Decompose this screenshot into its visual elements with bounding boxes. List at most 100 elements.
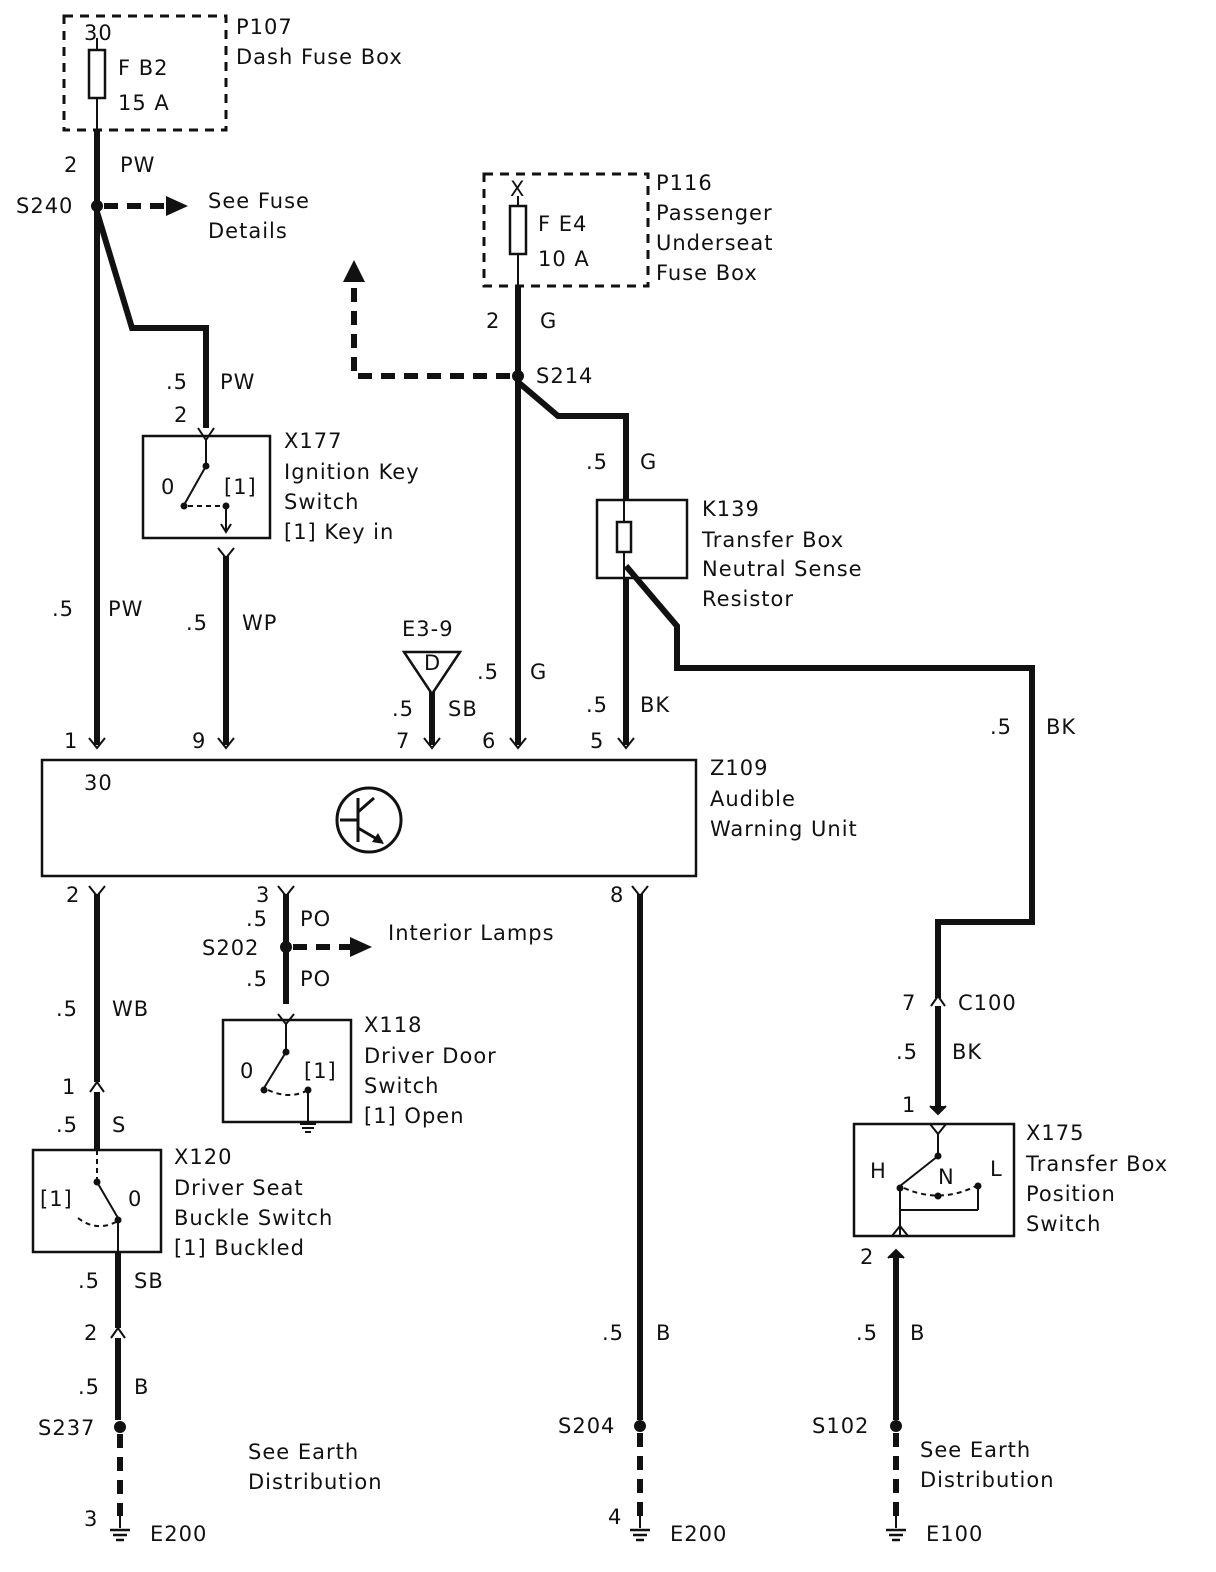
e39-diode: D E3-9 .5 SB	[392, 617, 477, 750]
pin-label: 7	[396, 729, 410, 753]
x120-desc: Buckle Switch	[174, 1206, 333, 1230]
x175-desc: Switch	[1026, 1212, 1101, 1236]
p107-id: P107	[236, 15, 293, 39]
ground-label: E200	[670, 1522, 727, 1546]
wire-label: .5	[602, 1321, 624, 1345]
x118-pos1: [1]	[304, 1059, 337, 1083]
pin-label: 5	[590, 729, 604, 753]
x120-pos0: 0	[128, 1187, 142, 1211]
x175-h: H	[870, 1159, 887, 1183]
z109-warning-unit: 30 Z109 Audible Warning Unit	[40, 756, 858, 878]
x120-id: X120	[174, 1145, 232, 1169]
splice-label: S240	[16, 194, 73, 218]
wire-label: 2	[174, 403, 188, 427]
wire-label: .5	[990, 715, 1012, 739]
wire-label: BK	[1046, 715, 1076, 739]
p116-desc: Passenger	[656, 201, 773, 225]
k139-desc: Neutral Sense	[702, 557, 863, 581]
wire-label: .5	[392, 697, 414, 721]
note-earth: See Earth	[248, 1440, 359, 1464]
note-fuse-details: Details	[208, 219, 288, 243]
wire-label: G	[530, 660, 547, 684]
x177-desc: Switch	[284, 490, 359, 514]
z109-id: Z109	[710, 756, 768, 780]
splice-s214: S214	[343, 260, 592, 388]
wire-bk-z109: .5 BK	[586, 578, 669, 750]
wire-label: G	[540, 309, 557, 333]
x118-desc: Driver Door	[364, 1044, 497, 1068]
x120-buckle-switch: [1] 0 X120 Driver Seat Buckle Switch [1]…	[31, 1145, 333, 1260]
x177-desc: [1] Key in	[284, 520, 394, 544]
wire-label: 2	[64, 153, 78, 177]
wire-label: .5	[477, 660, 499, 684]
x175-position-switch: H N L X175 Transfer Box Position Switch	[852, 1121, 1168, 1238]
x177-pos0: 0	[161, 475, 175, 499]
x177-id: X177	[284, 429, 342, 453]
wire-label: .5	[166, 370, 188, 394]
wire-label: S	[112, 1113, 126, 1137]
wire-label: PW	[120, 153, 155, 177]
splice-label: S102	[812, 1414, 869, 1438]
p116-id: P116	[656, 171, 713, 195]
wire-label: .5	[586, 693, 608, 717]
pin-label: 2	[860, 1245, 874, 1269]
wire-po: .5 PO S202 Interior Lamps .5 PO	[202, 885, 555, 1004]
k139-resistor: K139 Transfer Box Neutral Sense Resistor	[595, 497, 863, 611]
x118-pos0: 0	[240, 1059, 254, 1083]
z109-top-pins: 1 9 7 6 5	[64, 729, 604, 753]
k139-desc: Resistor	[702, 587, 794, 611]
x118-desc: [1] Open	[364, 1104, 465, 1128]
x118-desc: Switch	[364, 1074, 439, 1098]
wire-label: B	[910, 1321, 925, 1345]
wire-sb-b-left: .5 SB 2 .5 B S237 3 E200 See Earth Distr…	[38, 1252, 383, 1546]
wire-label: B	[134, 1375, 149, 1399]
pin-label: 2	[84, 1321, 98, 1345]
wire-label: .5	[56, 1113, 78, 1137]
wire-g-main: 2 G .5 G	[477, 286, 557, 750]
wire-label: PW	[108, 597, 143, 621]
p107-fuse: F B2	[118, 56, 169, 80]
wire-label: WB	[112, 997, 149, 1021]
x177-pos1: [1]	[224, 475, 257, 499]
p107-fuse-box: 30 F B2 15 A P107 Dash Fuse Box	[62, 14, 403, 132]
wire-label: .5	[78, 1269, 100, 1293]
p116-desc: Fuse Box	[656, 261, 758, 285]
wire-wp: .5 WP	[186, 547, 277, 750]
wire-label: .5	[246, 967, 268, 991]
k139-desc: Transfer Box	[701, 528, 844, 552]
x177-ignition-switch: 0 [1] X177 Ignition Key Switch [1] Key i…	[141, 427, 419, 544]
wire-wb: .5 WB 1 .5 S	[56, 885, 149, 1150]
wire-label: SB	[134, 1269, 164, 1293]
wire-b-mid: .5 B S204 4 E200	[558, 885, 727, 1546]
splice-label: S204	[558, 1414, 615, 1438]
pin-label: 9	[192, 729, 206, 753]
x175-l: L	[990, 1157, 1003, 1181]
p107-desc: Dash Fuse Box	[236, 45, 403, 69]
note-interior-lamps: Interior Lamps	[388, 921, 555, 945]
wire-label: WP	[242, 611, 277, 635]
p107-rating: 15 A	[118, 91, 170, 115]
wire-g-branch: .5 G	[516, 379, 656, 500]
x120-desc: Driver Seat	[174, 1176, 304, 1200]
pin-label: 3	[84, 1507, 98, 1531]
ground-label: E200	[150, 1522, 207, 1546]
wire-label: 2	[486, 309, 500, 333]
x175-id: X175	[1026, 1121, 1084, 1145]
z109-desc: Warning Unit	[710, 817, 858, 841]
wire-label: .5	[246, 907, 268, 931]
splice-label: S237	[38, 1416, 95, 1440]
wire-label: PO	[300, 907, 331, 931]
pin-label: 1	[62, 1075, 76, 1099]
wire-label: .5	[856, 1321, 878, 1345]
wire-label: .5	[896, 1040, 918, 1064]
e39-id: E3-9	[402, 617, 454, 641]
wire-label: PW	[220, 370, 255, 394]
splice-s240: S240 See Fuse Details	[16, 189, 309, 243]
pin-label: 2	[66, 883, 80, 907]
note-earth: Distribution	[248, 1470, 383, 1494]
wire-label: PO	[300, 967, 331, 991]
connector-c100: 7 C100 .5 BK 1	[896, 991, 1016, 1117]
pin-label: 7	[902, 991, 916, 1015]
x175-desc: Transfer Box	[1025, 1152, 1168, 1176]
